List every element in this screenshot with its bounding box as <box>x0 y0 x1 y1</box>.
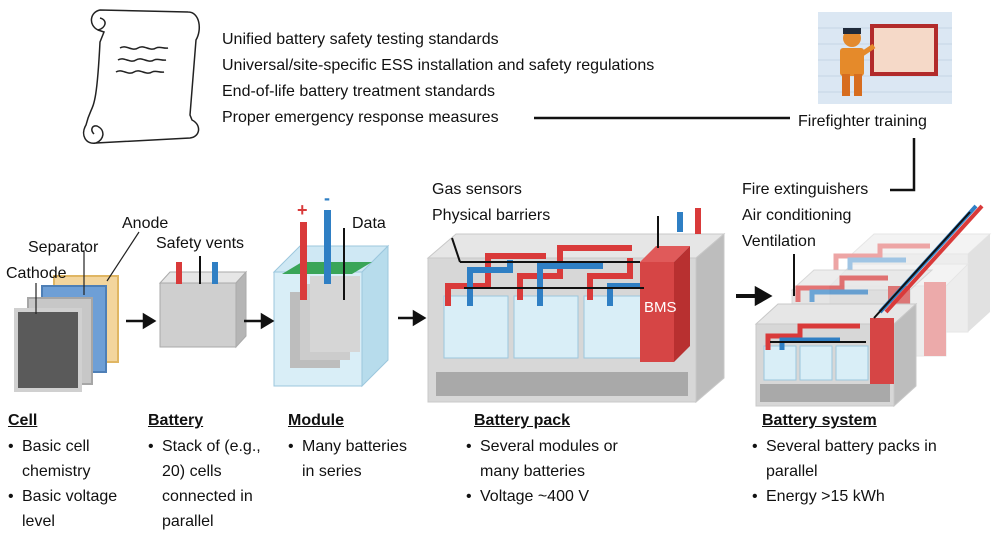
arrow-pack-to-system <box>736 285 773 307</box>
bullet-text: chemistry <box>22 463 91 480</box>
pack-bullet-modules: Several modules or many batteries <box>466 434 618 484</box>
scroll-icon <box>82 9 201 144</box>
bullet-text: Basic voltage <box>22 488 118 505</box>
module-bullet-series: Many batteries in series <box>288 434 407 484</box>
battery-system-illustration <box>754 204 992 408</box>
module-bullets: Many batteries in series <box>288 434 407 484</box>
feature-ventilation: Ventilation <box>742 233 816 250</box>
arrow-module-to-pack <box>398 309 427 327</box>
system-bullet-packs: Several battery packs in parallel <box>752 434 937 484</box>
feature-physical-barriers: Physical barriers <box>432 207 551 224</box>
arrow-battery-to-module <box>244 312 275 330</box>
battery-system-heading: Battery system <box>762 412 877 429</box>
battery-heading: Battery <box>148 412 204 429</box>
system-bullet-energy: Energy >15 kWh <box>752 484 937 509</box>
data-label: Data <box>352 215 386 232</box>
bullet-text: Several battery packs in <box>766 438 937 455</box>
battery-illustration <box>158 256 248 349</box>
arrow-cell-to-battery <box>126 312 157 330</box>
module-illustration <box>272 210 390 388</box>
regulation-installation: Universal/site-specific ESS installation… <box>222 57 655 74</box>
feature-fire-extinguishers: Fire extinguishers <box>742 181 869 198</box>
firefighter-training-label: Firefighter training <box>798 113 927 130</box>
battery-pack-bullets: Several modules or many batteries Voltage… <box>466 434 618 509</box>
cell-bullet-voltage: Basic voltage level <box>8 484 117 534</box>
cell-illustration <box>14 231 140 392</box>
bullet-text: Several modules or <box>480 438 618 455</box>
bullet-text: Voltage ~400 V <box>480 488 589 505</box>
battery-bullet-stack: Stack of (e.g., 20) cells connected in para… <box>148 434 261 534</box>
safety-vents-label: Safety vents <box>156 235 245 252</box>
bullet-text: many batteries <box>480 463 585 480</box>
bullet-text: Basic cell <box>22 438 90 455</box>
module-minus-label: - <box>324 188 330 208</box>
bullet-text: in series <box>302 463 362 480</box>
regulation-end-of-life: End-of-life battery treatment standards <box>222 83 496 100</box>
module-heading: Module <box>288 412 344 429</box>
bms-label: BMS <box>644 299 677 316</box>
regulation-emergency-response: Proper emergency response measures <box>222 109 499 126</box>
firefighter-illustration <box>818 12 952 104</box>
pack-bullet-voltage: Voltage ~400 V <box>466 484 618 509</box>
module-plus-label: + <box>297 200 308 220</box>
cathode-label: Cathode <box>6 265 67 282</box>
regulation-testing-standards: Unified battery safety testing standards <box>222 31 499 48</box>
feature-gas-sensors: Gas sensors <box>432 181 522 198</box>
feature-air-conditioning: Air conditioning <box>742 207 852 224</box>
bullet-text: connected in <box>162 488 253 505</box>
bullet-text: 20) cells <box>162 463 222 480</box>
bullet-text: level <box>22 513 55 530</box>
connector-lines <box>534 116 916 192</box>
bullet-text: Stack of (e.g., <box>162 438 261 455</box>
separator-label: Separator <box>28 239 99 256</box>
arrows <box>126 285 773 330</box>
battery-pack-illustration <box>426 208 726 404</box>
anode-label: Anode <box>122 215 169 232</box>
battery-system-bullets: Several battery packs in parallel Energy … <box>752 434 937 509</box>
battery-bullets: Stack of (e.g., 20) cells connected in para… <box>148 434 261 534</box>
bullet-text: Many batteries <box>302 438 407 455</box>
cell-bullet-chemistry: Basic cell chemistry <box>8 434 117 484</box>
battery-pack-heading: Battery pack <box>474 412 571 429</box>
bullet-text: parallel <box>162 513 214 530</box>
bullet-text: Energy >15 kWh <box>766 488 885 505</box>
bullet-text: parallel <box>766 463 818 480</box>
cell-bullets: Basic cell chemistry Basic voltage level <box>8 434 117 534</box>
cell-heading: Cell <box>8 412 38 429</box>
